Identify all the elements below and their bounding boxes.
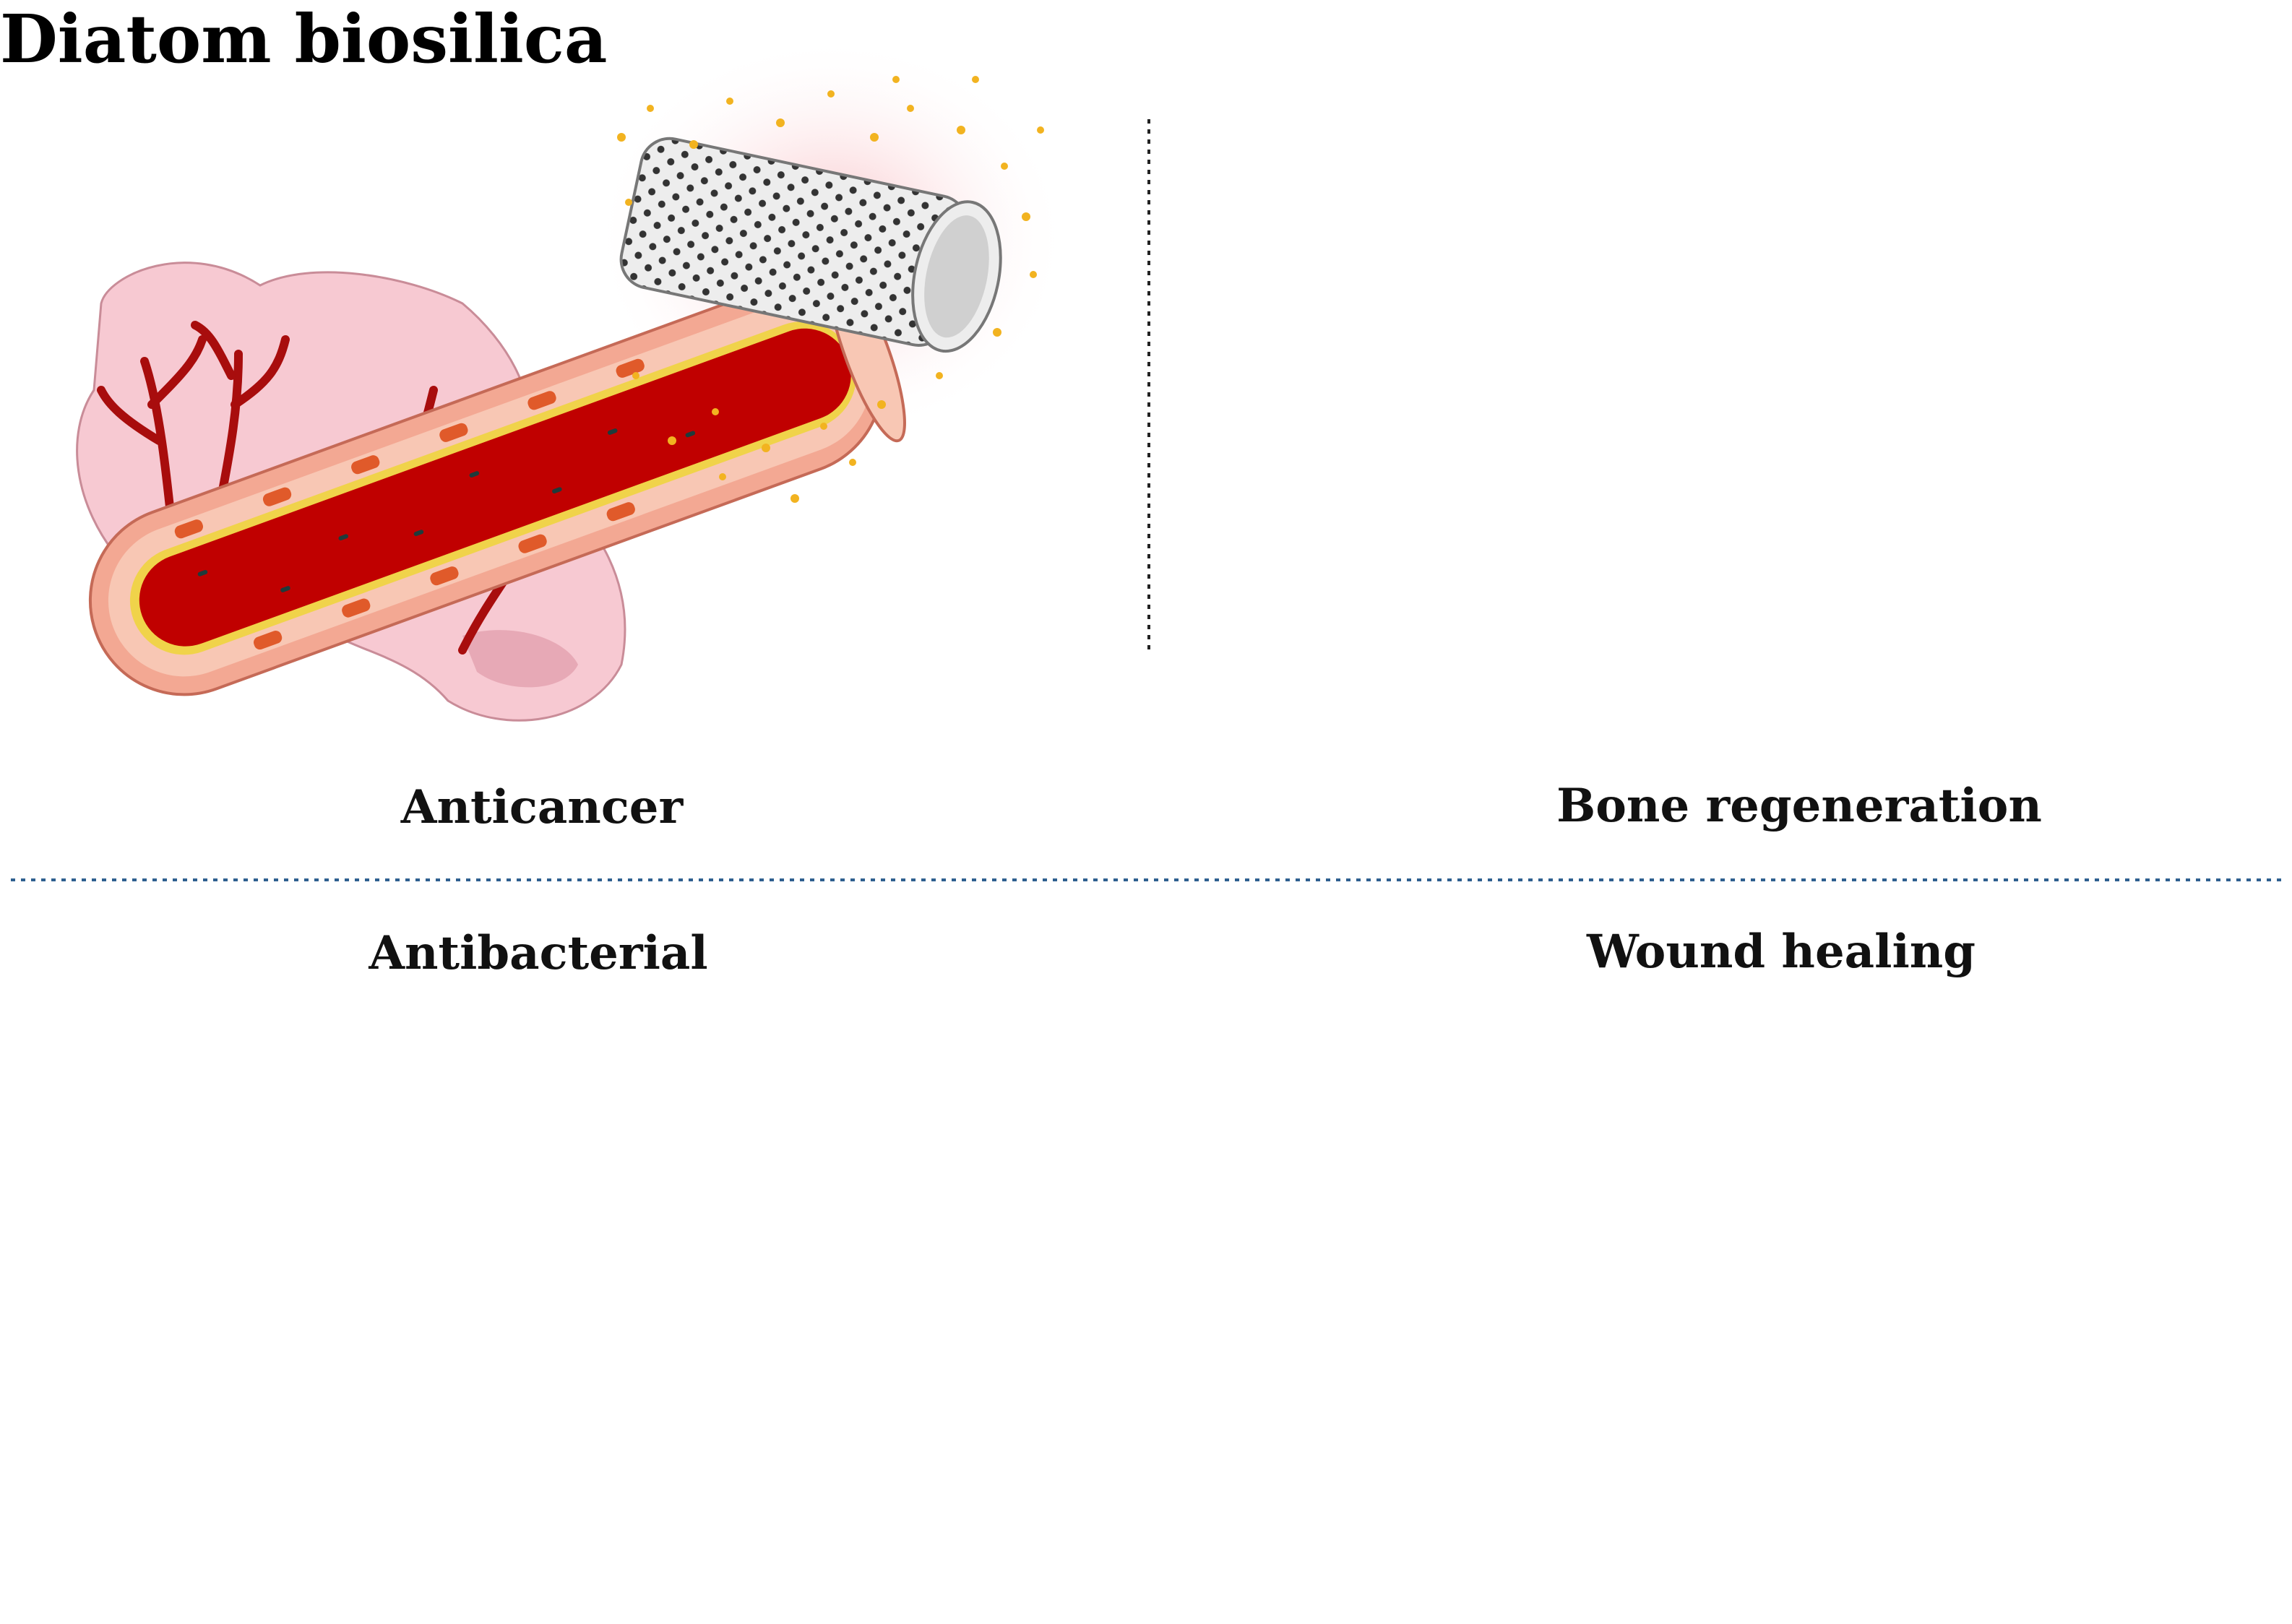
drug-particles: [617, 76, 1044, 503]
center-circle: Diatom biosilica: [0, 0, 608, 78]
blood-vessel-icon: [88, 262, 906, 696]
label-bone-regeneration: Bone regeneration: [1556, 779, 2042, 833]
label-anticancer: Anticancer: [400, 780, 684, 834]
anticancer-illustration: [76, 36, 1069, 722]
tumor-shadow: [462, 630, 578, 688]
diatom-biosilica-text: Diatom biosilica: [0, 0, 608, 78]
label-wound-healing: Wound healing: [1586, 925, 1976, 979]
label-antibacterial: Antibacterial: [369, 926, 708, 980]
diatom-biosilica-title: Diatom biosilica: [0, 0, 608, 78]
center-diatoms: Diatom biosilica: [0, 0, 608, 78]
diatom-frustule-icon: [619, 137, 1002, 353]
